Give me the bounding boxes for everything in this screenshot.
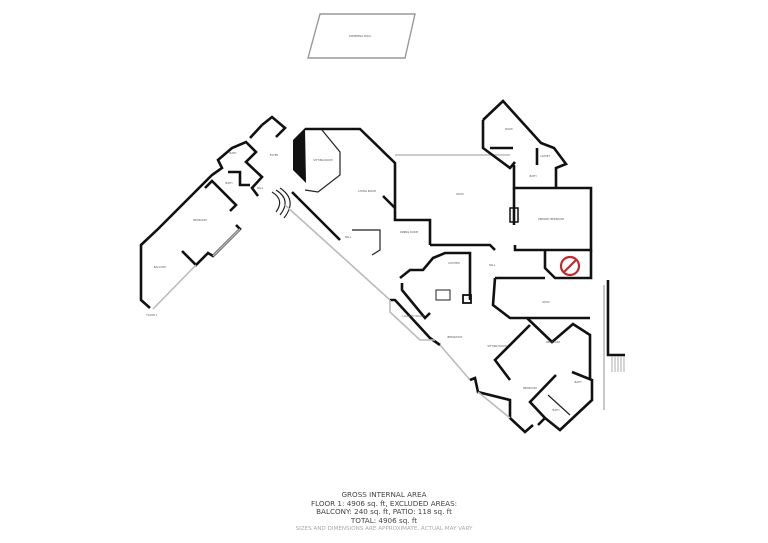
room-label: LIVING ROOM [358,189,376,193]
room-label: HALL [489,263,496,267]
gallery-wall [284,204,391,301]
wall [491,277,590,320]
room-label: KITCHEN [448,261,459,265]
room-label: HALL [257,186,264,190]
wall [547,394,571,416]
room-label: BATH [575,380,582,384]
no-entry-icon [559,255,581,277]
wall [399,251,472,300]
wall [481,120,516,170]
room-label: FLOOR 1 [146,313,158,317]
wall [543,250,593,280]
wall [526,317,592,380]
area-excluded-line: BALCONY: 240 sq. ft, PATIO: 118 sq. ft [316,507,452,517]
room-label: PATIO [542,300,549,304]
room-label: BATH [226,181,233,185]
wall [291,191,299,199]
wall [261,115,287,138]
wall [390,298,441,347]
fireplace [293,128,306,183]
wall [204,179,238,212]
room-label: SITTING ROOM [313,158,332,162]
wall [512,165,593,252]
gallery-wall [439,344,471,381]
room-label: BEDROOM [523,386,537,390]
balcony-rail [152,264,197,310]
area-total-line: TOTAL: 4906 sq. ft [350,515,418,525]
wall [382,195,396,209]
room-label: SITTING ROOM [487,344,506,348]
window [212,228,241,257]
wall [304,129,341,193]
room-label: DINING ROOM [400,230,418,234]
stair-arc [271,187,291,219]
room-label: PATIO [456,192,463,196]
wall [249,124,263,139]
area-summary: GROSS INTERNAL AREA FLOOR 1: 4906 sq. ft… [0,490,768,534]
wall [228,170,250,187]
wall [493,324,531,381]
window [477,391,511,419]
room-label: BEDROOM [193,218,207,222]
wall [544,370,594,432]
wall [297,197,341,241]
fireplace [509,207,519,223]
room-label: CLOSET [540,154,550,158]
laundry-outline [389,300,435,341]
wall [305,127,432,245]
wall [482,99,569,188]
wall [139,140,264,309]
area-floor-line: FLOOR 1: 4906 sq. ft, EXCLUDED AREAS: [310,498,458,508]
room-label: BATH [553,408,560,412]
kitchen-island [435,289,451,301]
room-label: BALCONY [154,265,167,269]
pool-outline [307,13,416,59]
room-label: SWIMMING POOL [349,34,372,38]
wall [606,280,625,357]
appliance [462,294,472,304]
wall [400,283,431,320]
room-label: BATH [530,174,537,178]
area-title: GROSS INTERNAL AREA [341,490,427,499]
wall [430,243,496,251]
room-label: BEDROOM [546,340,560,344]
stairs [611,356,625,372]
wall [469,376,534,434]
disclaimer: SIZES AND DIMENSIONS ARE APPROXIMATE, AC… [295,526,473,533]
wall [181,224,242,267]
room-label: FOYER [270,153,279,157]
room-label: LAUNDRY ROOM [402,314,423,318]
room-label: NOOK [505,127,513,131]
room-label: PRIMARY BEDROOM [538,217,564,221]
counter [352,229,381,256]
room-label: BATH [230,151,237,155]
wall [528,374,557,426]
room-label: BREAKFAST [448,335,463,339]
room-label: HALL [345,235,352,239]
